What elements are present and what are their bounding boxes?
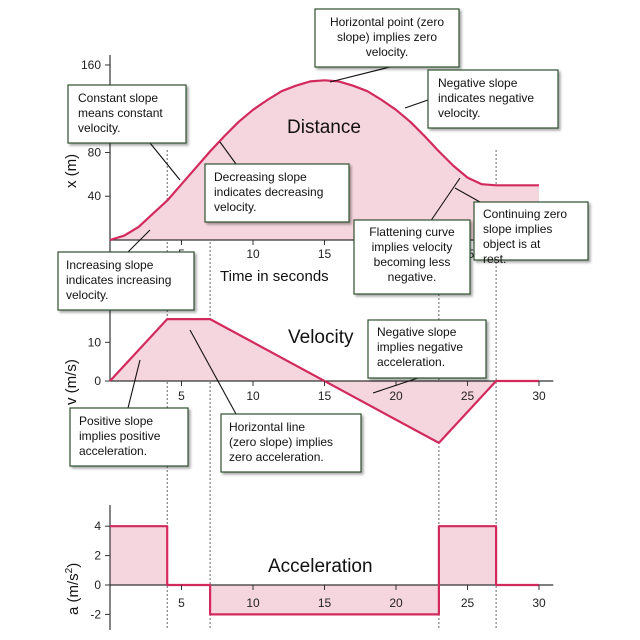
acceleration-ylabel: a (m/s2): [64, 563, 82, 615]
note-line: Increasing slope: [66, 258, 154, 272]
callout-leader: [127, 229, 151, 253]
x-tick-label: 30: [532, 389, 546, 403]
y-tick-label: 4: [94, 519, 101, 533]
note-line: Continuing zero: [483, 207, 567, 221]
note-line: becoming less: [374, 255, 451, 269]
note-line: zero acceleration.: [229, 450, 324, 464]
callout-leader: [189, 329, 237, 415]
note-line: velocity.: [438, 106, 480, 120]
y-tick-label: 40: [88, 189, 102, 203]
series-line-2: [110, 525, 539, 616]
note-line: implies velocity: [372, 240, 453, 254]
callout-leader: [454, 187, 481, 203]
y-tick-label: -2: [90, 607, 101, 621]
callout-leader: [127, 359, 141, 409]
y-tick-label: 2: [94, 549, 101, 563]
series-line-0: [109, 79, 539, 242]
note-line: Negative slope: [438, 76, 518, 90]
x-tick-label: 15: [318, 389, 332, 403]
note-line: velocity.: [66, 288, 108, 302]
velocity-ylabel: v (m/s): [63, 359, 80, 405]
area-fill-2: [110, 526, 539, 615]
x-tick-label: 25: [461, 389, 475, 403]
y-tick-label: 160: [81, 58, 101, 72]
callout-leader: [404, 99, 429, 109]
note-line: Horizontal line: [229, 420, 305, 434]
note-line: Horizontal point (zero: [330, 15, 444, 29]
note-line: Negative slope: [377, 325, 457, 339]
x-tick-label: 15: [318, 596, 332, 610]
note-line: acceleration.: [377, 355, 445, 369]
note-line: object is at: [483, 237, 541, 251]
distance-ylabel: x (m): [63, 154, 80, 188]
x-tick-label: 25: [461, 596, 475, 610]
note-line: Positive slope: [79, 414, 153, 428]
note-line: implies negative: [377, 340, 463, 354]
x-tick-label: 30: [532, 596, 546, 610]
acceleration-title: Acceleration: [268, 556, 373, 577]
x-tick-label: 10: [246, 596, 260, 610]
callout-leader: [429, 177, 461, 223]
note-line: Flattening curve: [369, 225, 455, 239]
note-line: velocity.: [214, 200, 256, 214]
x-tick-label: 5: [178, 389, 185, 403]
velocity-title: Velocity: [288, 327, 354, 348]
note-line: implies positive: [79, 429, 161, 443]
y-tick-label: 0: [94, 578, 101, 592]
x-tick-label: 10: [246, 389, 260, 403]
distance-title: Distance: [287, 117, 361, 138]
note-line: Decreasing slope: [214, 170, 307, 184]
y-tick-label: 0: [94, 374, 101, 388]
note-line: (zero slope) implies: [229, 435, 333, 449]
x-tick-label: 20: [389, 389, 403, 403]
distance-xlabel: Time in seconds: [220, 268, 329, 285]
callout-leader: [149, 142, 181, 181]
note-line: indicates increasing: [66, 273, 171, 287]
note-line: indicates negative: [438, 91, 534, 105]
callout-leader: [219, 141, 237, 165]
note-line: negative.: [388, 270, 437, 284]
note-line: acceleration.: [79, 444, 147, 458]
note-line: indicates decreasing: [214, 185, 323, 199]
x-tick-label: 5: [178, 596, 185, 610]
note-line: rest.: [483, 252, 506, 266]
y-tick-label: 10: [88, 335, 102, 349]
note-line: slope) implies zero: [337, 30, 437, 44]
note-line: velocity.: [78, 121, 120, 135]
note-line: velocity.: [366, 45, 408, 59]
callout-leader: [372, 377, 419, 394]
y-tick-label: 80: [88, 145, 102, 159]
note-line: means constant: [78, 106, 163, 120]
note-line: slope implies: [483, 222, 552, 236]
x-tick-label: 20: [389, 596, 403, 610]
callout-leader: [329, 66, 391, 83]
x-tick-label: 15: [318, 247, 332, 261]
x-tick-label: 10: [246, 247, 260, 261]
note-line: Constant slope: [78, 91, 158, 105]
